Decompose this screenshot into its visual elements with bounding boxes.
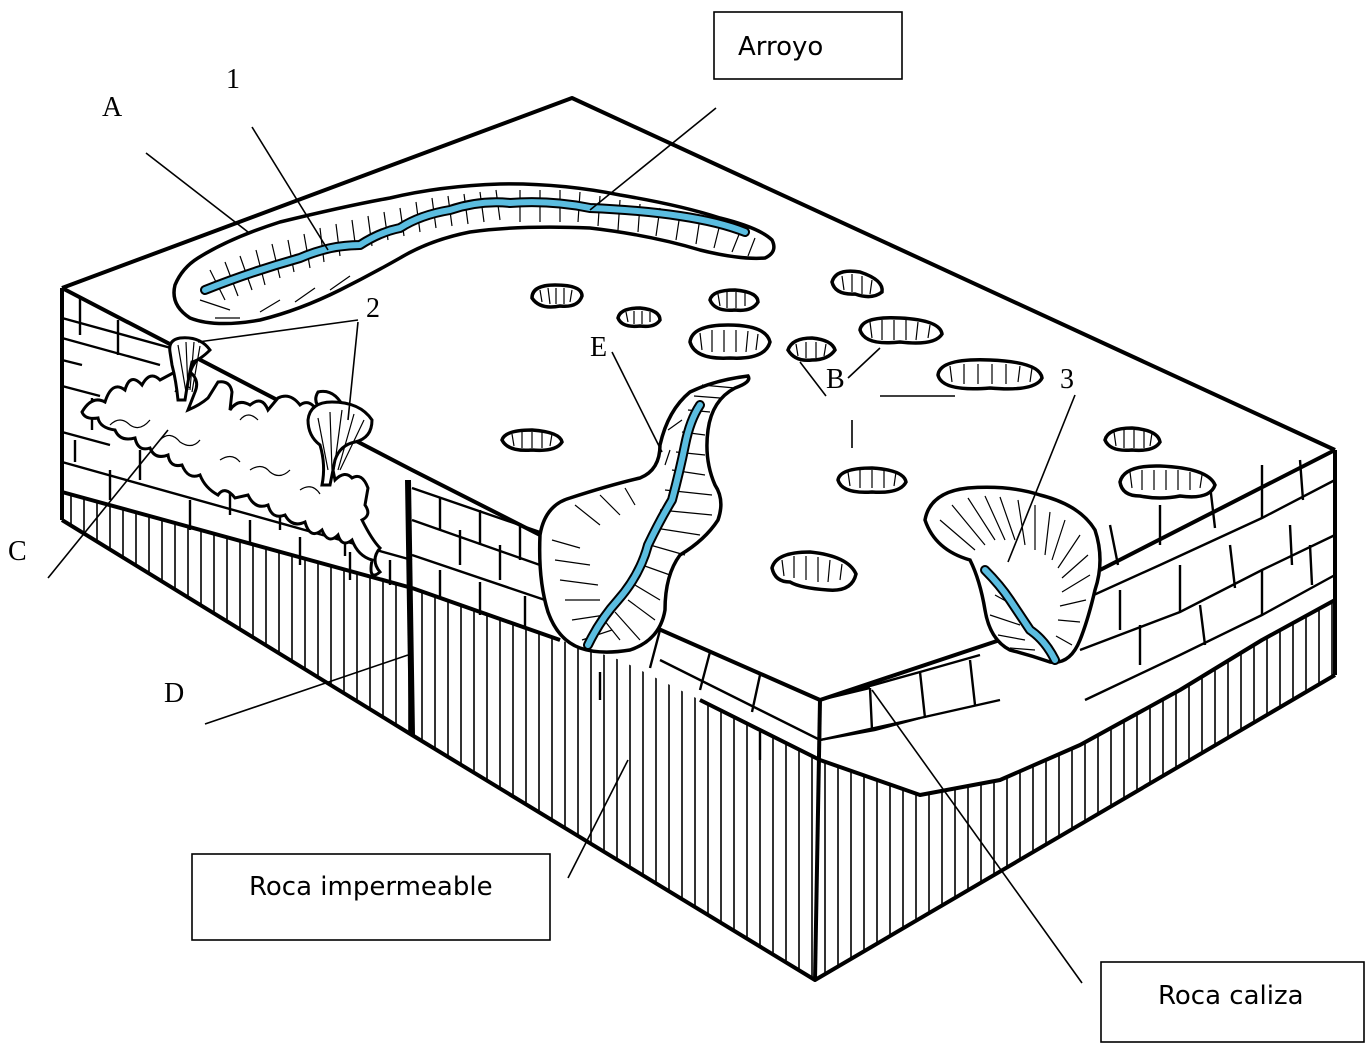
label-e: E [590, 332, 607, 363]
label-b: B [826, 364, 845, 395]
label-c: C [8, 536, 27, 567]
doline [772, 552, 856, 590]
label-box-roca-caliza-text: Roca caliza [1158, 981, 1304, 1011]
label-box-roca-caliza: Roca caliza [1101, 962, 1364, 1042]
sinkhole-3 [925, 487, 1100, 662]
doline [1120, 466, 1215, 498]
doline [502, 430, 562, 450]
doline [618, 308, 660, 326]
label-2: 2 [366, 293, 380, 324]
label-3: 3 [1060, 364, 1074, 395]
pointer-e [612, 352, 662, 452]
pointer-a [146, 153, 248, 232]
doline [860, 318, 942, 343]
label-box-arroyo: Arroyo [714, 12, 902, 79]
doline [838, 468, 906, 492]
label-a: A [102, 92, 123, 123]
doline [690, 325, 770, 358]
label-box-roca-impermeable-text: Roca impermeable [249, 872, 493, 902]
doline [788, 338, 835, 360]
label-d: D [164, 678, 184, 709]
doline [832, 271, 882, 296]
doline [710, 290, 758, 310]
label-box-roca-impermeable: Roca impermeable [192, 854, 550, 940]
doline [532, 285, 582, 307]
river-gully-top [174, 184, 774, 324]
doline [938, 360, 1042, 389]
doline [1105, 428, 1160, 450]
label-1: 1 [226, 64, 240, 95]
pointer-b [800, 348, 955, 448]
pointer-arroyo [590, 108, 716, 210]
label-box-arroyo-text: Arroyo [738, 32, 823, 62]
